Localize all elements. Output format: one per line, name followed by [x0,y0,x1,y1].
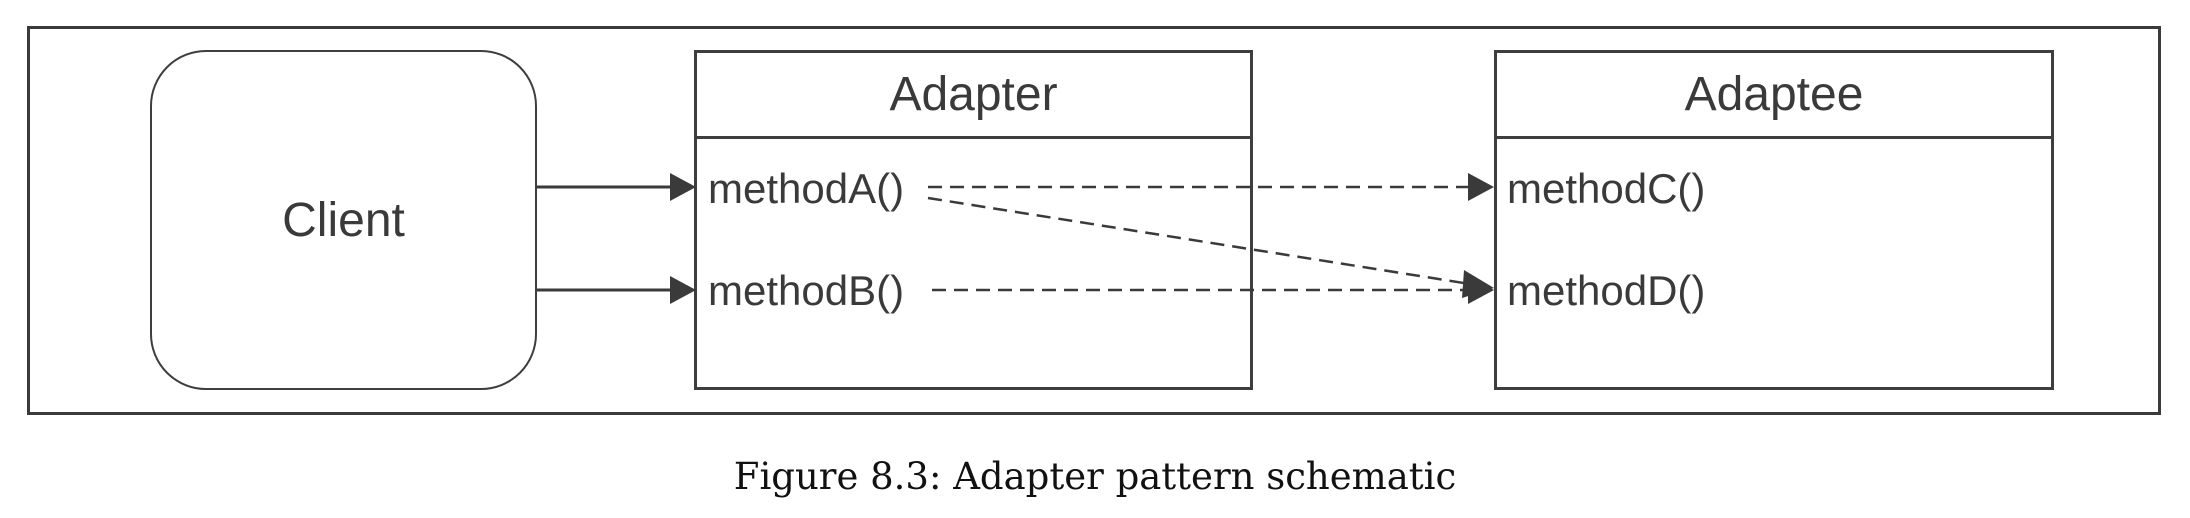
adaptee-title: Adaptee [1497,53,2051,139]
adapter-class-box: Adapter [694,50,1253,390]
client-node: Client [150,50,537,390]
figure-caption: Figure 8.3: Adapter pattern schematic [733,455,1457,498]
method-d-label: methodD() [1507,267,1706,314]
method-c-label: methodC() [1507,165,1706,212]
method-a-label: methodA() [708,165,905,212]
client-label: Client [282,193,405,247]
method-b-label: methodB() [708,267,905,314]
adapter-title: Adapter [697,53,1250,139]
adaptee-class-box: Adaptee [1494,50,2054,390]
